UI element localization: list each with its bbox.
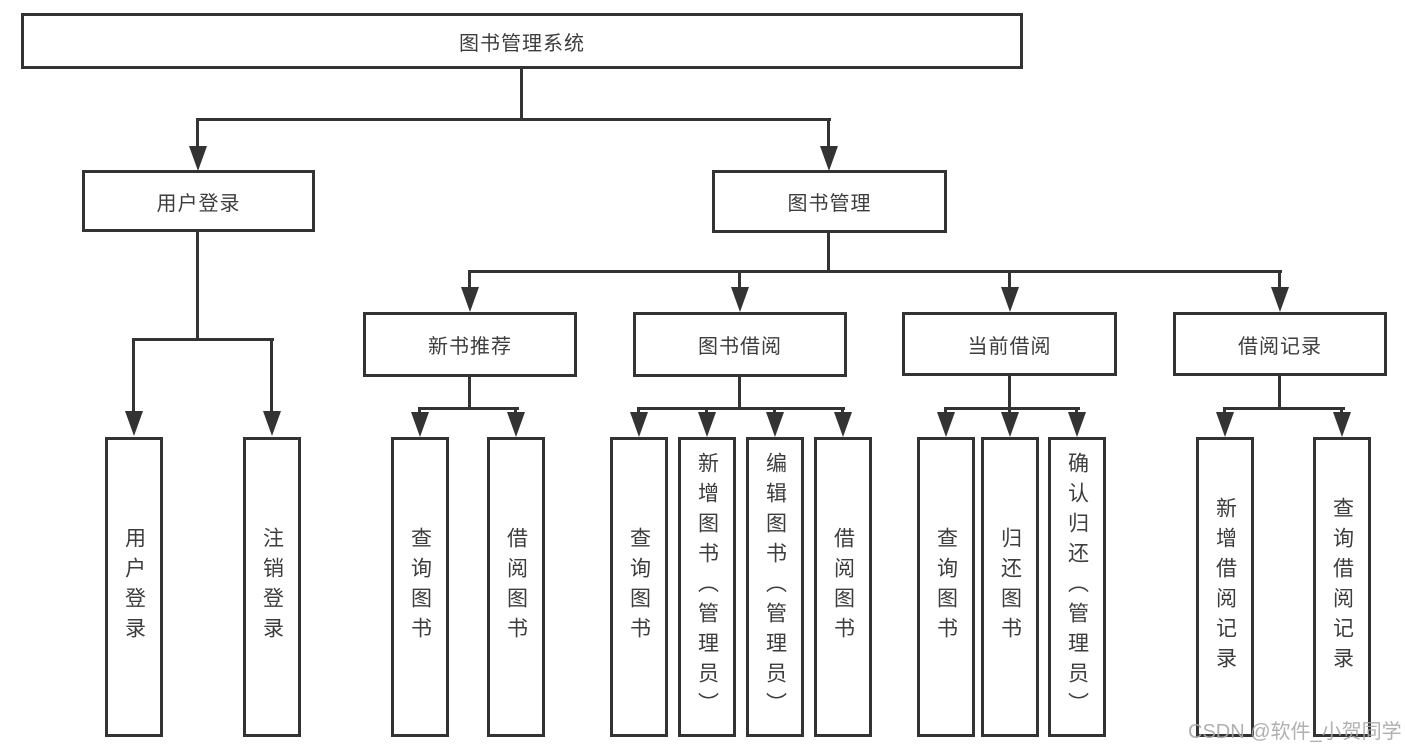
connector-bookmgmt-drop-4	[1278, 270, 1281, 289]
connector-bookmgmt-drop-3	[1008, 270, 1011, 289]
leaf-borrowing-borrow-books: 借阅图书	[814, 437, 872, 737]
connector-records-stem	[1278, 376, 1281, 409]
connector-borrowing-drop-3	[773, 407, 776, 415]
leaf-current-return-books: 归还图书	[981, 437, 1039, 737]
leaf-label: 查询图书	[627, 527, 651, 647]
connector-root-stem	[520, 69, 523, 118]
arrow-down-icon	[766, 412, 784, 437]
node-current-borrowing: 当前借阅	[902, 312, 1117, 376]
connector-userlogin-drop-1	[132, 338, 135, 412]
connector-current-bus	[944, 407, 1080, 410]
node-root: 图书管理系统	[21, 13, 1023, 69]
node-new-book-recommend: 新书推荐	[363, 312, 577, 377]
leaf-user-login: 用户登录	[105, 437, 163, 737]
arrow-down-icon	[1001, 412, 1019, 437]
leaf-current-confirm-return-admin: 确认归还（管理员）	[1048, 437, 1106, 737]
connector-newbook-drop-1	[418, 407, 421, 415]
leaf-label: 编辑图书（管理员）	[763, 452, 787, 722]
connector-newbook-stem	[468, 377, 471, 409]
connector-current-drop-2	[1008, 407, 1011, 415]
connector-bookmgmt-drop-1	[468, 270, 471, 289]
connector-root-bus	[196, 118, 831, 121]
connector-borrowing-drop-1	[637, 407, 640, 415]
connector-current-drop-3	[1075, 407, 1078, 415]
leaf-newbook-borrow-books: 借阅图书	[487, 437, 545, 737]
arrow-down-icon	[630, 412, 648, 437]
connector-records-drop-2	[1340, 407, 1343, 415]
node-book-management: 图书管理	[712, 170, 947, 233]
arrow-down-icon	[1001, 287, 1019, 312]
leaf-logout: 注销登录	[243, 437, 301, 737]
arrow-down-icon	[507, 412, 525, 437]
node-book-borrowing: 图书借阅	[633, 312, 847, 377]
connector-current-stem	[1008, 376, 1011, 409]
connector-borrowing-drop-2	[705, 407, 708, 415]
arrow-down-icon	[834, 412, 852, 437]
connector-bookmgmt-bus	[468, 270, 1282, 273]
leaf-label: 注销登录	[260, 527, 284, 647]
connector-current-drop-1	[944, 407, 947, 415]
connector-userlogin-bus	[132, 338, 274, 341]
connector-bookmgmt-stem	[827, 233, 830, 273]
connector-root-drop-right	[827, 118, 830, 148]
node-borrowing-records: 借阅记录	[1173, 312, 1387, 376]
arrow-down-icon	[263, 411, 281, 436]
leaf-borrowing-add-books-admin: 新增图书（管理员）	[678, 437, 736, 737]
arrow-down-icon	[698, 412, 716, 437]
arrow-down-icon	[1216, 412, 1234, 437]
leaf-label: 借阅图书	[831, 527, 855, 647]
leaf-borrowing-query-books: 查询图书	[610, 437, 668, 737]
connector-userlogin-stem	[196, 232, 199, 338]
leaf-label: 查询图书	[408, 527, 432, 647]
connector-borrowing-stem	[738, 377, 741, 409]
arrow-down-icon	[189, 146, 207, 171]
leaf-records-query-record: 查询借阅记录	[1313, 437, 1371, 737]
arrow-down-icon	[411, 412, 429, 437]
leaf-label: 查询图书	[934, 527, 958, 647]
node-user-login: 用户登录	[82, 170, 315, 232]
connector-bookmgmt-drop-2	[738, 270, 741, 289]
leaf-label: 借阅图书	[504, 527, 528, 647]
arrow-down-icon	[937, 412, 955, 437]
leaf-label: 新增借阅记录	[1213, 497, 1237, 677]
leaf-label: 查询借阅记录	[1330, 497, 1354, 677]
connector-root-drop-left	[196, 118, 199, 148]
leaf-records-add-record: 新增借阅记录	[1196, 437, 1254, 737]
csdn-watermark: CSDN @软件_小贺同学	[1188, 721, 1402, 743]
leaf-current-query-books: 查询图书	[917, 437, 975, 737]
arrow-down-icon	[1333, 412, 1351, 437]
connector-newbook-bus	[418, 407, 519, 410]
leaf-borrowing-edit-books-admin: 编辑图书（管理员）	[746, 437, 804, 737]
arrow-down-icon	[461, 287, 479, 312]
connector-borrowing-drop-4	[841, 407, 844, 415]
arrow-down-icon	[125, 411, 143, 436]
leaf-label: 新增图书（管理员）	[695, 452, 719, 722]
leaf-label: 用户登录	[122, 527, 146, 647]
connector-records-bus	[1223, 407, 1345, 410]
connector-userlogin-drop-2	[270, 338, 273, 412]
connector-records-drop-1	[1223, 407, 1226, 415]
arrow-down-icon	[820, 146, 838, 171]
arrow-down-icon	[1068, 412, 1086, 437]
connector-newbook-drop-2	[514, 407, 517, 415]
connector-borrowing-bus	[637, 407, 845, 410]
arrow-down-icon	[1271, 287, 1289, 312]
arrow-down-icon	[731, 287, 749, 312]
leaf-newbook-query-books: 查询图书	[391, 437, 449, 737]
leaf-label: 归还图书	[998, 527, 1022, 647]
leaf-label: 确认归还（管理员）	[1065, 452, 1089, 722]
